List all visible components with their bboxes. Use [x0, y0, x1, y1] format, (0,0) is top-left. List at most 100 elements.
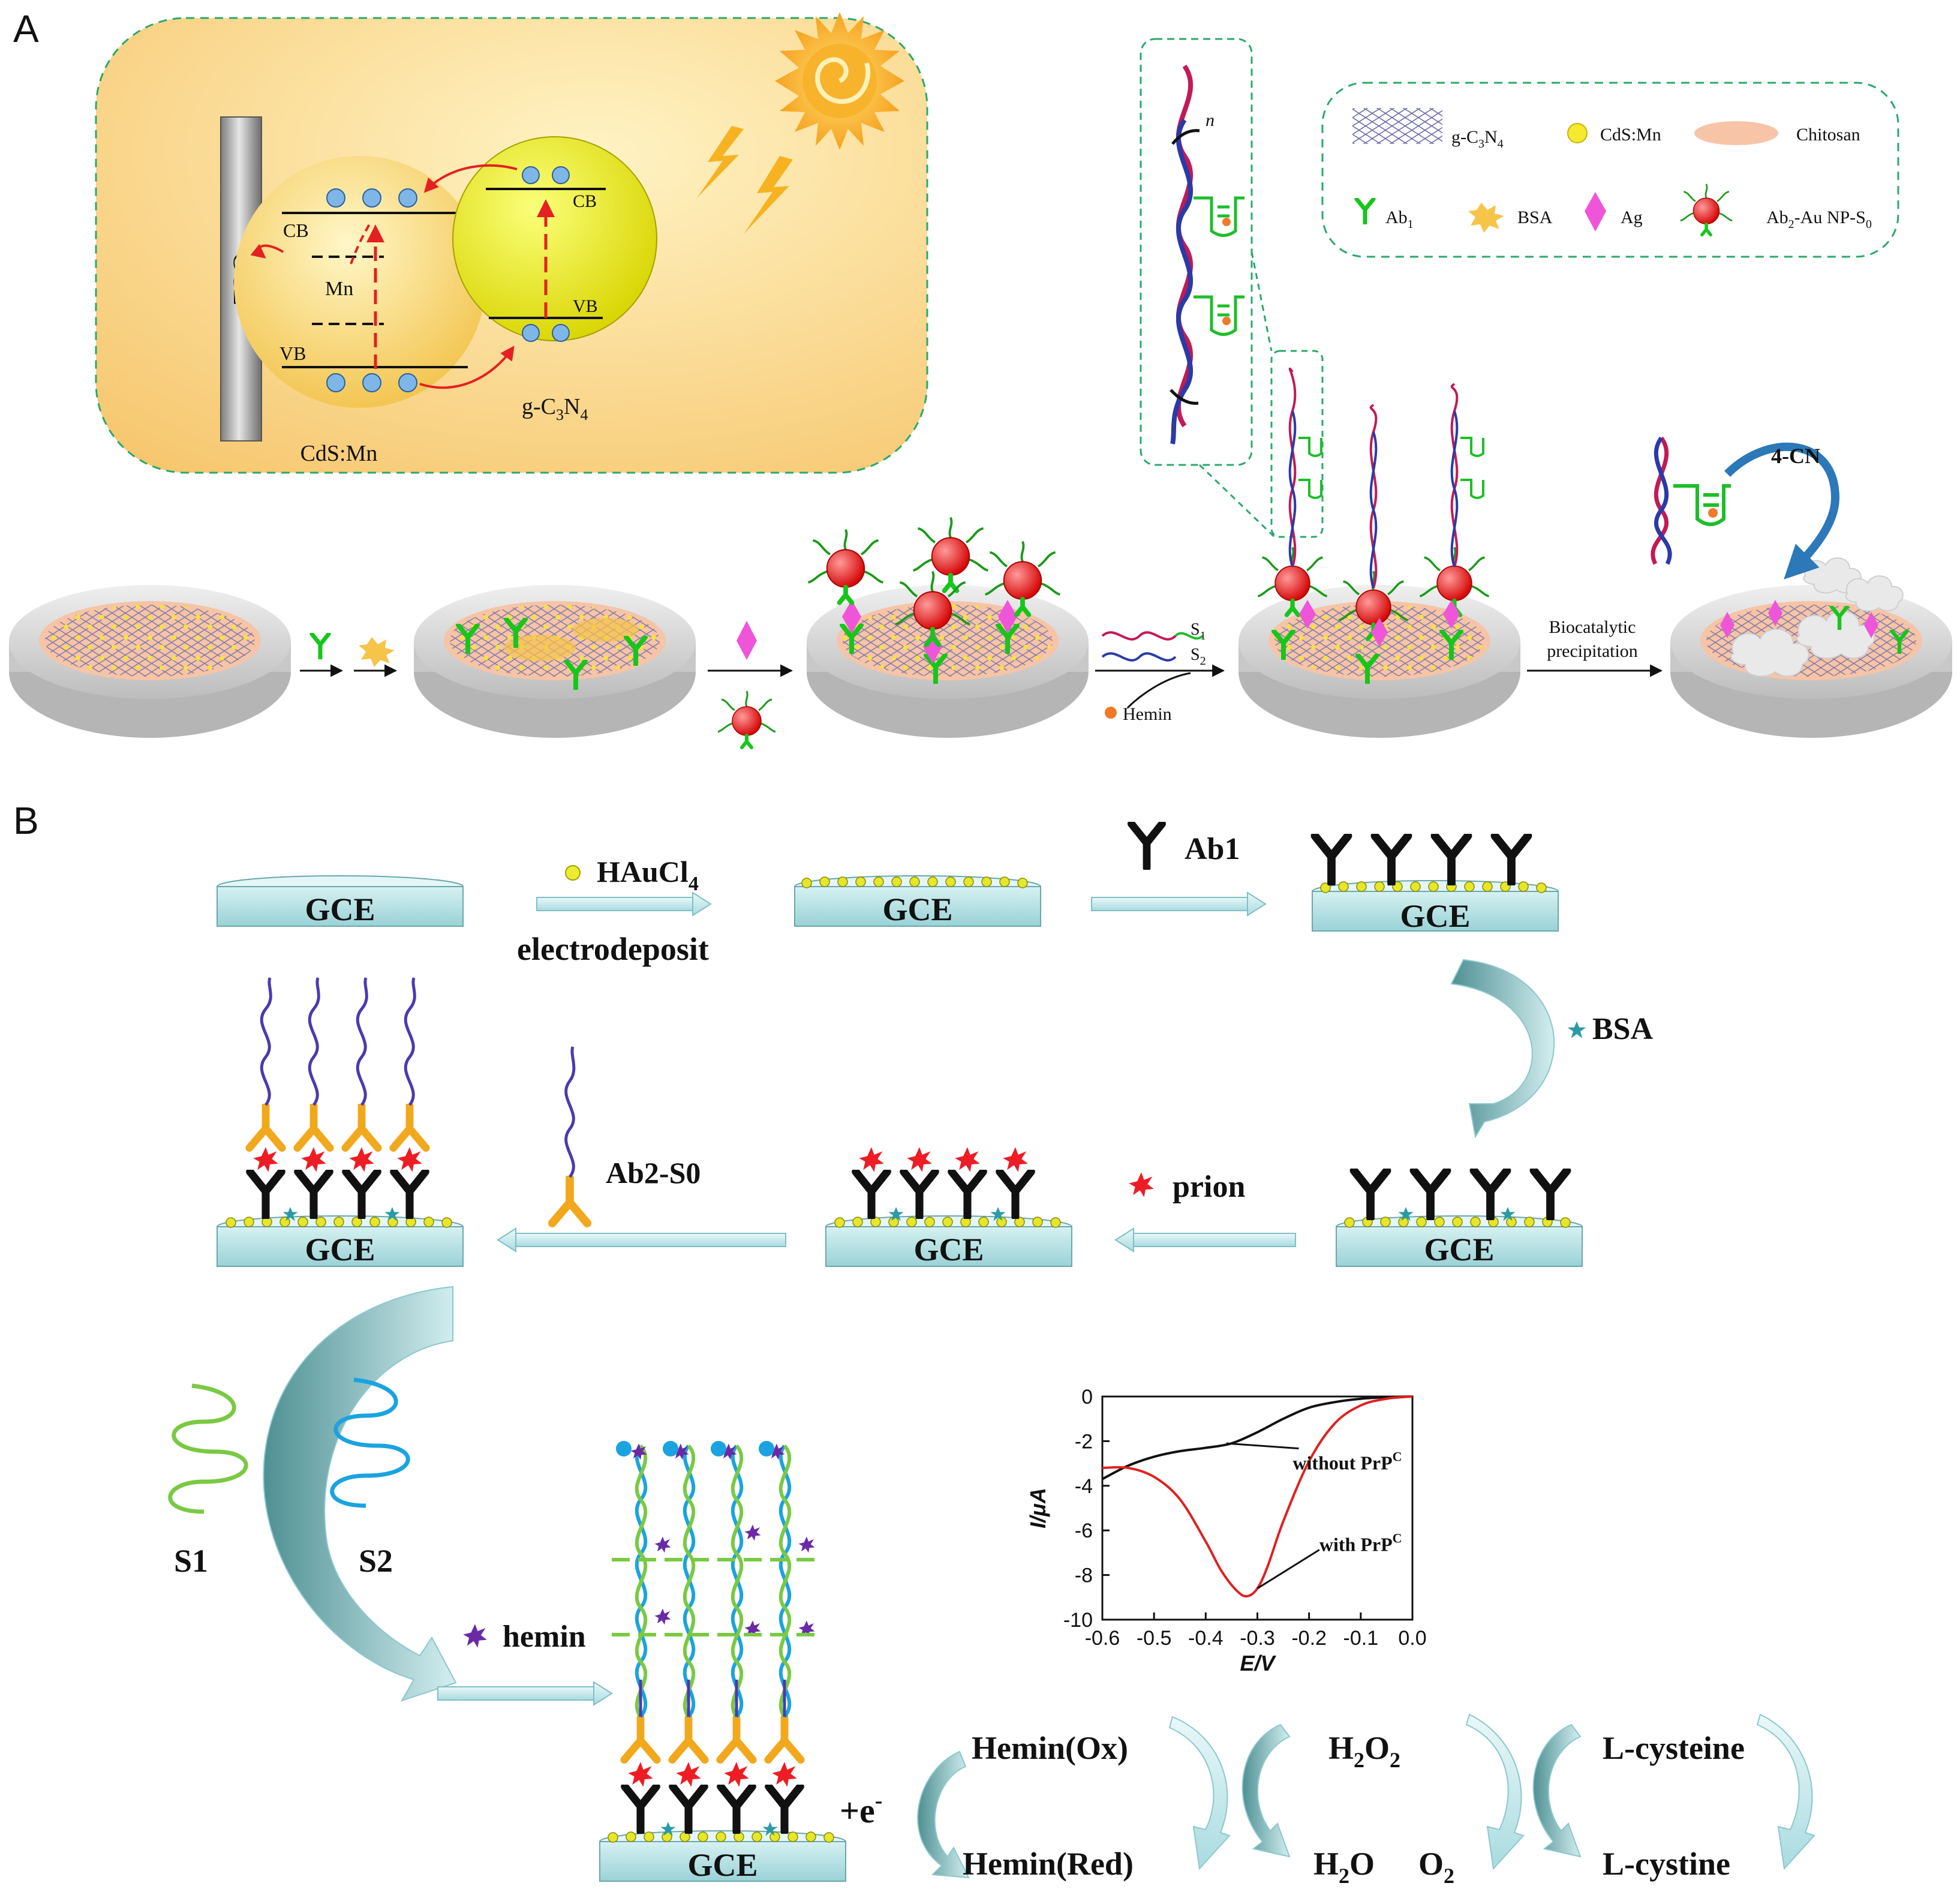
gce-label-6: GCE — [1424, 1232, 1494, 1268]
assembly-step-2 — [414, 585, 696, 738]
ab2-label: Ab2-S0 — [606, 1156, 701, 1190]
prion-label: prion — [1173, 1170, 1245, 1204]
ab1-label: Ab1 — [1185, 832, 1240, 866]
four-cn-label: 4-CN — [1771, 444, 1820, 468]
b-arrow-hau: HAuCl4 electrodeposit — [517, 855, 711, 967]
gce-label-3: GCE — [1400, 898, 1470, 934]
gcn-cb-label: CB — [573, 191, 597, 211]
x-tick-label: -0.3 — [1240, 1627, 1275, 1650]
y-tick-label: -2 — [1075, 1430, 1093, 1453]
s1-b-label: S1 — [174, 1543, 208, 1579]
legend-ag-label: Ag — [1621, 208, 1643, 227]
assembly-step-3 — [807, 518, 1089, 738]
dna-n-label: n — [1206, 110, 1215, 130]
b-gce-ab1: GCE — [1312, 836, 1558, 934]
hemin-label: Hemin — [1123, 704, 1172, 724]
cds-holes — [327, 374, 417, 392]
step-2-reagents — [708, 621, 792, 747]
l-cysteine-label: L-cysteine — [1603, 1730, 1745, 1766]
cds-cb-label: CB — [283, 220, 309, 241]
hemin-ox-label: Hemin(Ox) — [972, 1730, 1128, 1766]
x-tick-label: -0.2 — [1291, 1627, 1327, 1650]
legend-cds-label: CdS:Mn — [1600, 125, 1661, 145]
catalytic-cycles: Hemin(Ox) Hemin(Red) H2O2 H2O O2 L-cyste… — [918, 1714, 1814, 1888]
l-cystine-label: L-cystine — [1603, 1846, 1730, 1882]
step-3-reagents: S1 S2 Hemin — [1095, 620, 1224, 724]
y-tick-label: -10 — [1063, 1609, 1093, 1632]
y-tick-label: -6 — [1075, 1519, 1093, 1542]
x-tick-label: -0.1 — [1343, 1627, 1379, 1650]
hybridized-dna-chains — [637, 1446, 789, 1717]
annotation-leader-without — [1226, 1443, 1299, 1448]
b-gce-final: GCE +e- — [600, 1441, 882, 1883]
annotation-without-prpc: without PrPC — [1292, 1449, 1402, 1474]
b-gce-gold: GCE — [795, 876, 1041, 927]
o2-label: O2 — [1418, 1846, 1454, 1888]
electron-label: +e- — [840, 1788, 882, 1830]
biocatalytic-label-1: Biocatalytic — [1549, 617, 1636, 637]
b-gce-bare: GCE — [217, 876, 463, 927]
b-gce-prion: GCE — [826, 1147, 1072, 1268]
annotation-with-prpc: with PrPC — [1319, 1531, 1402, 1555]
gce-label-1: GCE — [305, 891, 375, 927]
assembly-step-1 — [9, 585, 291, 738]
b-arrow-hemin: hemin — [438, 1620, 612, 1705]
biocatalytic-step: Biocatalytic precipitation — [1527, 617, 1661, 671]
step-1-reagents — [300, 634, 396, 671]
legend-chitosan-label: Chitosan — [1796, 125, 1860, 145]
assembly-step-4 — [1238, 369, 1520, 738]
b-arrow-prion: prion — [1116, 1170, 1295, 1251]
gce-label-7: GCE — [687, 1847, 757, 1883]
b-arrow-ab1: Ab1 — [1092, 824, 1265, 915]
cds-mn-sphere — [234, 156, 486, 408]
cycle-arrow-5 — [1534, 1725, 1580, 1857]
cycle-arrow-1 — [918, 1752, 969, 1878]
hemin-dot — [1105, 707, 1117, 719]
cds-vb-label: VB — [279, 343, 306, 364]
biocatalytic-label-2: precipitation — [1547, 641, 1638, 661]
gce-label-4: GCE — [305, 1232, 375, 1268]
series-with-prpc — [1102, 1397, 1412, 1596]
legend-box: g-C3N4 CdS:Mn Chitosan Ab1 BSA Ag Ab2-Au… — [1322, 83, 1898, 257]
legend-gcn-swatch — [1352, 108, 1442, 144]
bsa-label: BSA — [1592, 1012, 1654, 1046]
y-axis-label: I/μA — [1026, 1488, 1050, 1528]
y-tick-label: -4 — [1075, 1475, 1093, 1498]
hemin-b-label: hemin — [503, 1620, 586, 1654]
x-tick-label: -0.5 — [1137, 1627, 1172, 1650]
hemin-red-label: Hemin(Red) — [963, 1846, 1134, 1882]
cycle-arrow-4 — [1466, 1714, 1523, 1869]
hau-label: HAuCl4 — [597, 855, 699, 895]
panel-b-label: B — [13, 799, 39, 842]
b-gce-bsa: GCE — [1336, 1170, 1582, 1268]
panel-a-label: A — [13, 7, 39, 50]
au-np-particle — [808, 530, 883, 603]
legend-chitosan-swatch — [1694, 121, 1778, 145]
gcn-label: g-C3N4 — [522, 394, 588, 424]
mn-label: Mn — [325, 278, 353, 300]
gcn-sphere — [453, 137, 657, 341]
gcn-vb-label: VB — [573, 296, 598, 316]
y-tick-label: -8 — [1075, 1564, 1093, 1587]
legend-cds-swatch — [1568, 124, 1587, 143]
h2o-label: H2O — [1313, 1846, 1375, 1888]
x-tick-label: 0.0 — [1398, 1627, 1426, 1650]
x-axis-label: E/V — [1240, 1651, 1276, 1675]
b-arrow-ab2: Ab2-S0 — [498, 1047, 786, 1251]
cycle-arrow-3 — [1243, 1725, 1289, 1857]
electrodeposit-label: electrodeposit — [517, 931, 709, 967]
gce-label-2: GCE — [882, 891, 952, 927]
assembly-step-5: 4-CN — [1653, 438, 1952, 738]
b-gce-sandwich: GCE — [217, 978, 463, 1268]
cycle-arrow-2 — [1170, 1717, 1229, 1869]
b-curved-arrow-bsa: BSA — [1451, 960, 1654, 1137]
gce-label-5: GCE — [913, 1232, 984, 1268]
chart-frame — [1102, 1397, 1412, 1620]
h2o2-label: H2O2 — [1328, 1730, 1400, 1772]
s2-label: S2 — [1191, 645, 1206, 668]
s2-b-label: S2 — [359, 1543, 393, 1579]
y-tick-label: 0 — [1081, 1386, 1093, 1409]
legend-bsa-label: BSA — [1517, 208, 1553, 227]
